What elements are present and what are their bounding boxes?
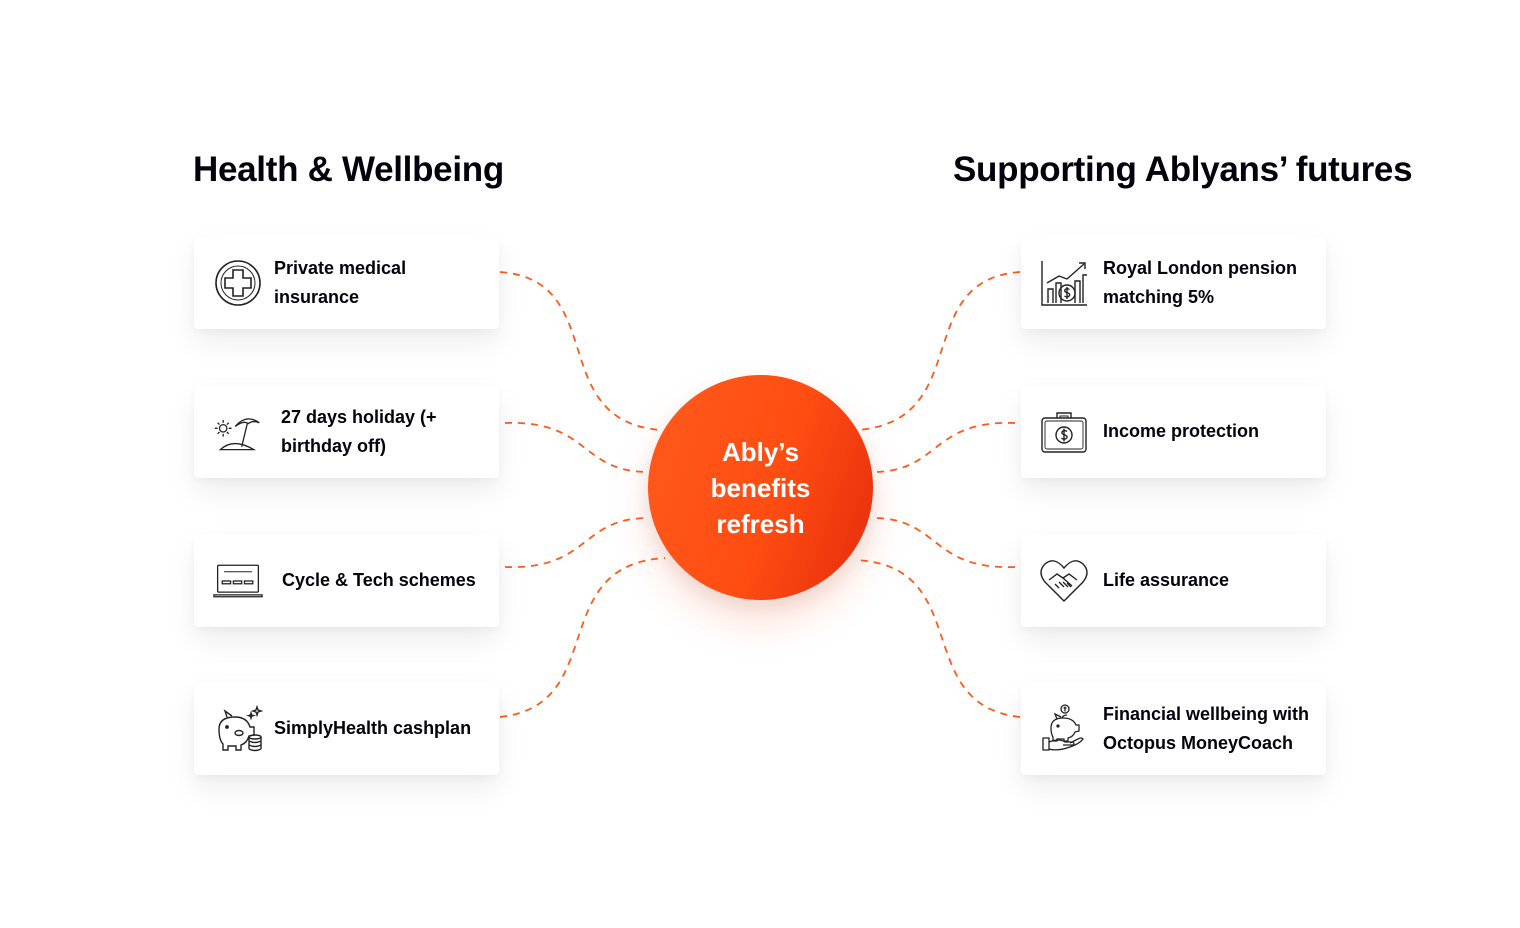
card-holiday: 27 days holiday (+ birthday off) — [194, 385, 499, 478]
card-label: Cycle & Tech schemes — [282, 570, 476, 590]
connector-right-3 — [872, 517, 1016, 568]
card-label: Private medical insurance — [274, 257, 407, 307]
card-financial-wellbeing: Financial wellbeing with Octopus MoneyCo… — [1021, 682, 1326, 775]
card-label: SimplyHealth cashplan — [274, 718, 472, 738]
beach-umbrella-icon — [213, 407, 263, 457]
card-label: 27 days holiday (+ birthday off) — [281, 406, 437, 456]
card-label: Financial wellbeing with Octopus MoneyCo… — [1103, 703, 1310, 753]
growth-chart-icon — [1039, 258, 1089, 308]
connector-left-3 — [504, 517, 649, 568]
card-private-medical-insurance: Private medical insurance — [194, 236, 499, 329]
hub-label: Ably’s benefits refresh — [710, 436, 811, 539]
hand-piggy-icon — [1039, 703, 1089, 754]
card-label: Life assurance — [1103, 570, 1230, 590]
handshake-heart-icon — [1039, 556, 1089, 606]
card-pension: Royal London pension matching 5% — [1021, 236, 1326, 329]
heading-health-wellbeing: Health & Wellbeing — [193, 150, 504, 189]
heading-supporting-futures: Supporting Ablyans’ futures — [953, 150, 1413, 189]
piggy-bank-coins-icon — [213, 704, 263, 754]
connector-left-2 — [504, 422, 649, 473]
card-income-protection: Income protection — [1021, 385, 1326, 478]
card-label: Royal London pension matching 5% — [1103, 257, 1297, 307]
connector-left-1 — [499, 271, 661, 431]
card-simplyhealth: SimplyHealth cashplan — [194, 682, 499, 775]
connector-left-4 — [499, 557, 666, 718]
card-label: Income protection — [1103, 421, 1260, 441]
card-cycle-tech: Cycle & Tech schemes — [194, 534, 499, 627]
hub-circle: Ably’s benefits refresh — [648, 375, 873, 600]
connector-right-2 — [872, 422, 1016, 473]
card-life-assurance: Life assurance — [1021, 534, 1326, 627]
connector-right-1 — [857, 271, 1021, 431]
medical-cross-icon — [213, 258, 263, 308]
laptop-icon — [213, 556, 263, 606]
connector-right-4 — [854, 559, 1021, 718]
money-case-icon — [1039, 407, 1089, 457]
